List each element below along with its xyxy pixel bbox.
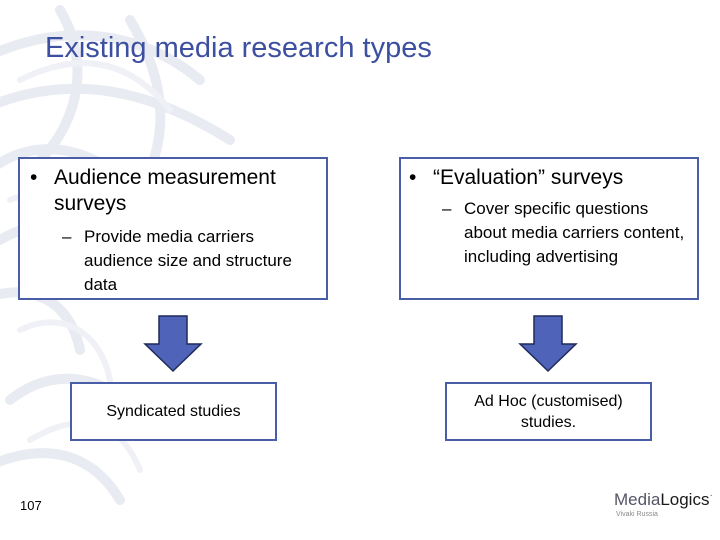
page-number: 107 [20, 498, 42, 513]
audience-measurement-box: • Audience measurement surveys – Provide… [18, 157, 328, 300]
bullet-text: “Evaluation” surveys [433, 166, 624, 189]
logo-name-part2: Logics [660, 490, 710, 509]
sub-bullet-text: Provide media carriers audience size and… [84, 227, 292, 294]
evaluation-surveys-sub-bullet: – Cover specific questions about media c… [442, 197, 687, 269]
down-arrow-icon-left [143, 315, 203, 373]
ad-hoc-studies-box: Ad Hoc (customised) studies. [445, 382, 652, 441]
slide-title: Existing media research types [45, 32, 432, 64]
evaluation-surveys-bullet: • “Evaluation” surveys [409, 165, 694, 191]
evaluation-surveys-box: • “Evaluation” surveys – Cover specific … [399, 157, 699, 300]
bullet-marker: • [409, 166, 417, 189]
sub-bullet-text: Cover specific questions about media car… [464, 199, 685, 266]
bullet-text: Audience measurement surveys [54, 166, 276, 215]
logo-name-part1: Media [614, 490, 661, 509]
syndicated-studies-label: Syndicated studies [106, 403, 241, 420]
down-arrow-icon-right [518, 315, 578, 373]
logo-mark: · [709, 490, 713, 501]
bullet-marker: • [30, 166, 38, 189]
ad-hoc-studies-label: Ad Hoc (customised) studies. [474, 392, 623, 431]
sub-bullet-marker: – [442, 199, 452, 218]
logo-tagline: Vivaki Russia [616, 511, 658, 518]
logo-wordmark: MediaLogics· [614, 490, 713, 510]
sub-bullet-marker: – [62, 227, 72, 246]
medialogics-logo: MediaLogics· Vivaki Russia [614, 490, 713, 518]
audience-measurement-bullet: • Audience measurement surveys [30, 165, 320, 217]
syndicated-studies-box: Syndicated studies [70, 382, 277, 441]
audience-measurement-sub-bullet: – Provide media carriers audience size a… [62, 225, 302, 297]
